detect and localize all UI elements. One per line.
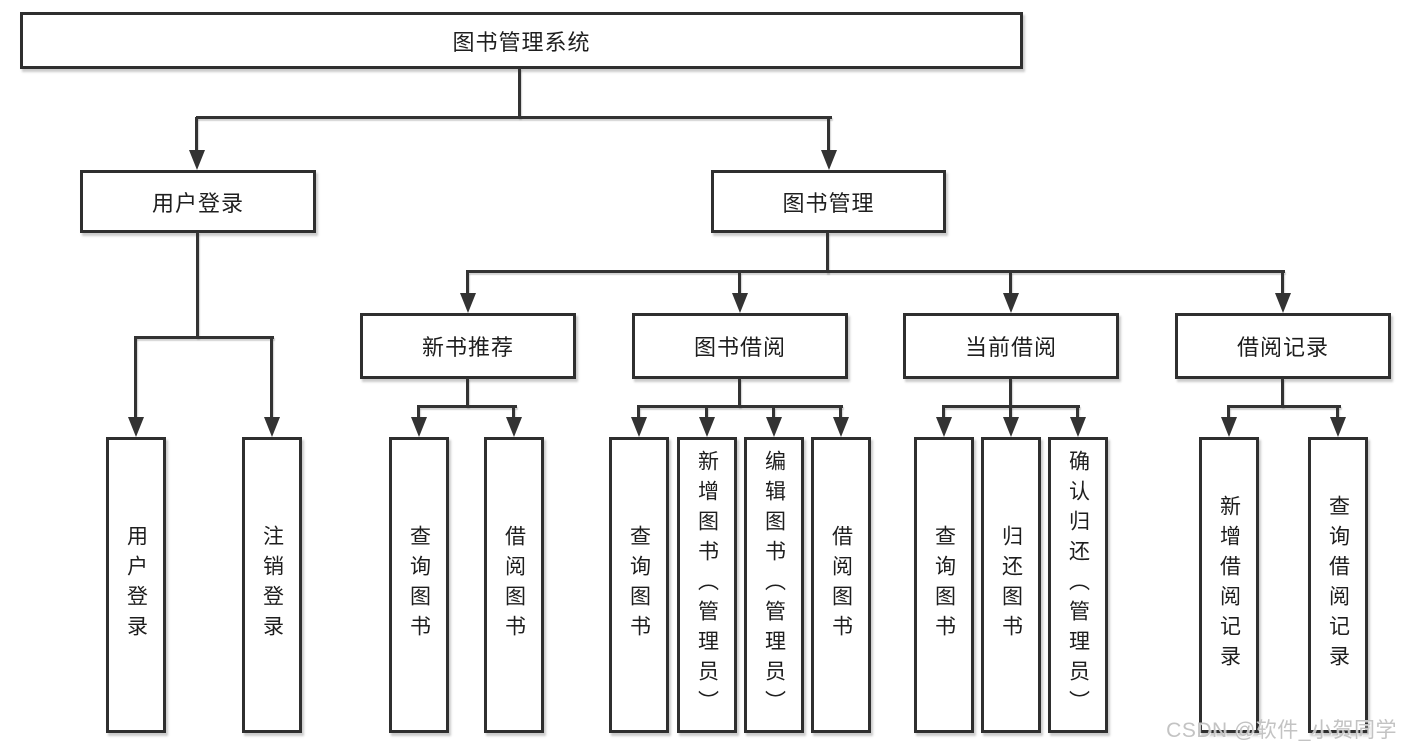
connector-login-stem bbox=[196, 232, 199, 338]
connector-root-bar bbox=[196, 116, 832, 119]
leaf-edit-book-admin: 编辑图书（管理员） bbox=[744, 437, 804, 733]
arrow-to-book-borrowing bbox=[732, 293, 748, 313]
leaf-query-borrow-record: 查询借阅记录 bbox=[1308, 437, 1368, 733]
connector-stem-current-borrowing bbox=[1009, 272, 1012, 295]
connector-login-bar bbox=[134, 336, 274, 339]
connector-stem-login-child-1 bbox=[134, 337, 137, 419]
leaf-confirm-return-admin: 确认归还（管理员） bbox=[1048, 437, 1108, 733]
connector-groupD-bar bbox=[1227, 405, 1341, 408]
arrow-to-new-book-recommendation bbox=[460, 293, 476, 313]
connector-stem-login-child-2 bbox=[270, 337, 273, 419]
connector-stem-to-user-login bbox=[195, 117, 198, 152]
node-library-system: 图书管理系统 bbox=[20, 12, 1023, 69]
node-user-login-group: 用户登录 bbox=[80, 170, 316, 233]
node-current-borrowing: 当前借阅 bbox=[903, 313, 1119, 379]
connector-groupC-bar bbox=[942, 405, 1080, 408]
leaf-recommend-borrow-books: 借阅图书 bbox=[484, 437, 544, 733]
leaf-borrowing-query-books: 查询图书 bbox=[609, 437, 669, 733]
arrow-groupC-query-books bbox=[936, 417, 952, 437]
arrow-groupA-query-books bbox=[411, 417, 427, 437]
connector-groupC-child-3 bbox=[1076, 407, 1079, 419]
leaf-add-borrow-record: 新增借阅记录 bbox=[1199, 437, 1259, 733]
csdn-watermark: CSDN @软件_小贺同学 bbox=[1166, 719, 1397, 742]
arrow-groupD-query-record bbox=[1330, 417, 1346, 437]
arrow-to-leaf-logout bbox=[264, 417, 280, 437]
connector-groupB-child-2 bbox=[705, 407, 708, 419]
connector-groupB-child-1 bbox=[637, 407, 640, 419]
connector-groupA-bar bbox=[417, 405, 517, 408]
arrow-groupB-edit-book bbox=[766, 417, 782, 437]
connector-management-bar bbox=[466, 270, 1285, 273]
arrow-groupA-borrow-books bbox=[506, 417, 522, 437]
leaf-user-login: 用户登录 bbox=[106, 437, 166, 733]
connector-groupA-child-1 bbox=[417, 407, 420, 419]
arrow-to-current-borrowing bbox=[1003, 293, 1019, 313]
connector-stem-to-book-management bbox=[827, 117, 830, 152]
connector-groupC-stem bbox=[1009, 378, 1012, 407]
connector-groupA-stem bbox=[466, 378, 469, 407]
connector-stem-new-book bbox=[466, 272, 469, 295]
connector-root-stem bbox=[518, 68, 521, 118]
connector-groupD-stem bbox=[1281, 378, 1284, 407]
connector-stem-borrowing-records bbox=[1281, 272, 1284, 295]
leaf-return-books: 归还图书 bbox=[981, 437, 1041, 733]
arrow-to-leaf-user-login bbox=[128, 417, 144, 437]
leaf-logout-login: 注销登录 bbox=[242, 437, 302, 733]
arrow-groupB-query-books bbox=[631, 417, 647, 437]
connector-groupB-child-4 bbox=[839, 407, 842, 419]
connector-groupB-stem bbox=[738, 378, 741, 407]
leaf-recommend-query-books: 查询图书 bbox=[389, 437, 449, 733]
arrow-groupB-add-book bbox=[699, 417, 715, 437]
connector-groupC-child-1 bbox=[942, 407, 945, 419]
leaf-current-query-books: 查询图书 bbox=[914, 437, 974, 733]
arrow-to-borrowing-records bbox=[1275, 293, 1291, 313]
connector-groupB-bar bbox=[637, 405, 843, 408]
connector-groupC-child-2 bbox=[1009, 407, 1012, 419]
node-book-borrowing: 图书借阅 bbox=[632, 313, 848, 379]
connector-management-stem bbox=[826, 232, 829, 273]
arrow-groupB-borrow-books bbox=[833, 417, 849, 437]
node-borrowing-records: 借阅记录 bbox=[1175, 313, 1391, 379]
leaf-borrowing-borrow-books: 借阅图书 bbox=[811, 437, 871, 733]
arrow-groupC-confirm-return bbox=[1070, 417, 1086, 437]
connector-groupA-child-2 bbox=[512, 407, 515, 419]
arrow-groupD-add-record bbox=[1221, 417, 1237, 437]
arrow-groupC-return-books bbox=[1003, 417, 1019, 437]
connector-groupB-child-3 bbox=[772, 407, 775, 419]
leaf-add-book-admin: 新增图书（管理员） bbox=[677, 437, 737, 733]
arrow-to-user-login bbox=[189, 150, 205, 170]
connector-stem-book-borrowing bbox=[738, 272, 741, 295]
node-book-management: 图书管理 bbox=[711, 170, 946, 233]
connector-groupD-child-2 bbox=[1336, 407, 1339, 419]
arrow-to-book-management bbox=[821, 150, 837, 170]
connector-groupD-child-1 bbox=[1227, 407, 1230, 419]
node-new-book-recommendation: 新书推荐 bbox=[360, 313, 576, 379]
